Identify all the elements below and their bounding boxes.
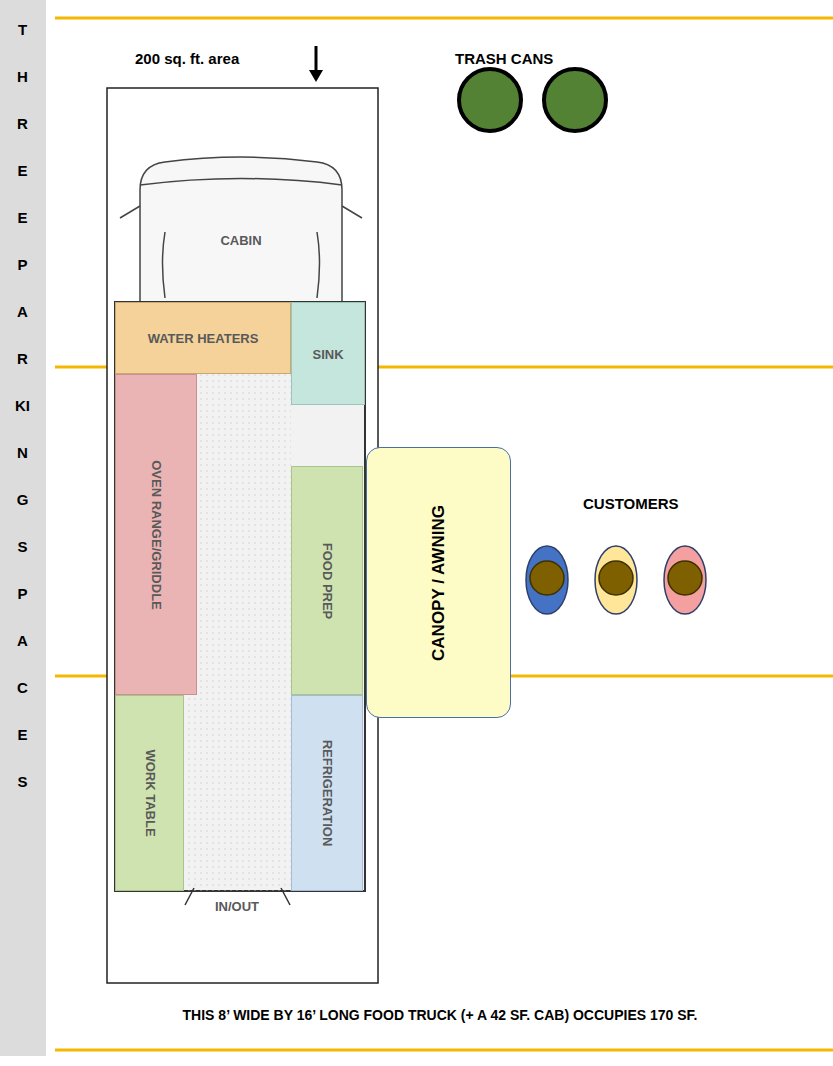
customer-head: [599, 561, 633, 595]
customer: [664, 546, 706, 614]
area-outline: [107, 88, 378, 983]
node-label: CABIN: [220, 233, 261, 248]
canopy-box: CANOPY / AWNING: [366, 447, 511, 718]
equipment-box: REFRIGERATION: [291, 695, 363, 891]
parking-line: [55, 1049, 833, 1052]
node-label: WORK TABLE: [142, 749, 157, 836]
truck-body: [115, 302, 365, 891]
trash-can: [544, 69, 606, 131]
customer: [526, 546, 568, 614]
node-label: CANOPY / AWNING: [429, 505, 449, 661]
customer-head: [530, 561, 564, 595]
area-arrow: [315, 46, 318, 72]
trash-label: TRASH CANS: [455, 50, 553, 67]
cabin-door: [163, 232, 320, 298]
equipment-box: SINK: [291, 302, 365, 405]
node-label: SINK: [312, 346, 343, 361]
customers-label: CUSTOMERS: [583, 495, 679, 512]
caption: THIS 8’ WIDE BY 16’ LONG FOOD TRUCK (+ A…: [183, 1007, 698, 1023]
node-label: WATER HEATERS: [148, 331, 259, 346]
equipment-box: OVEN RANGE/GRIDDLE: [115, 374, 197, 695]
door-label: IN/OUT: [215, 899, 259, 914]
area-arrow-head: [309, 70, 323, 82]
node-label: OVEN RANGE/GRIDDLE: [149, 460, 164, 610]
customer-head: [668, 561, 702, 595]
trash-can: [459, 69, 521, 131]
cabin-outline: [140, 157, 342, 302]
vertical-label: THREE PARKING SPACES: [15, 6, 30, 805]
floor: [184, 374, 291, 891]
cabin-box: CABIN: [140, 200, 342, 280]
equipment-box: FOOD PREP: [291, 466, 363, 695]
equipment-box: WATER HEATERS: [115, 302, 291, 374]
windshield: [140, 179, 342, 186]
node-label: FOOD PREP: [320, 542, 335, 619]
cabin-mirror: [120, 206, 362, 218]
area-label: 200 sq. ft. area: [135, 50, 239, 67]
parking-line: [55, 17, 833, 20]
node-label: REFRIGERATION: [320, 740, 335, 847]
equipment-box: WORK TABLE: [115, 695, 184, 891]
customer: [595, 546, 637, 614]
parking-band: THREE PARKING SPACES: [0, 0, 46, 1056]
